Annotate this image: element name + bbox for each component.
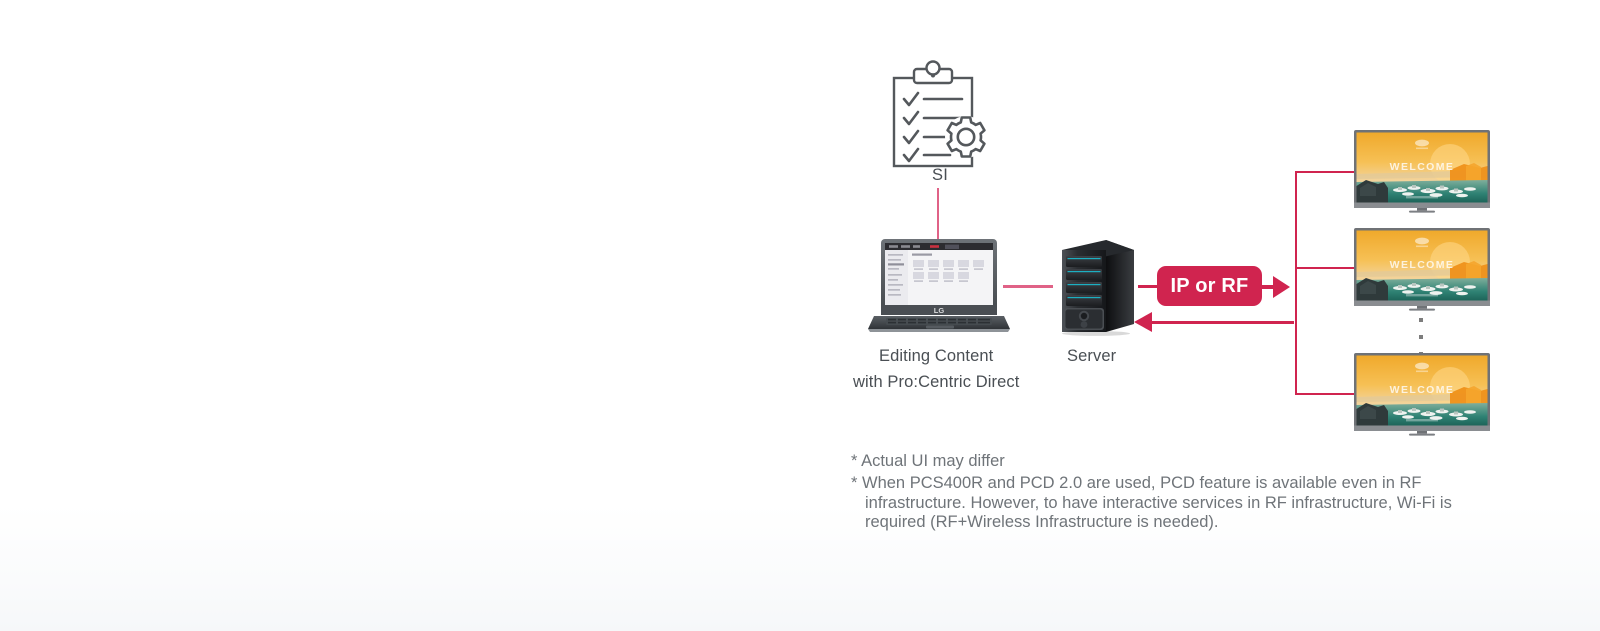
- laptop-label-line1: Editing Content: [879, 347, 994, 365]
- connector-badge-to-trunk: [1255, 285, 1277, 289]
- laptop-icon: LG: [868, 239, 1010, 332]
- ip-or-rf-badge: IP or RF: [1157, 266, 1262, 306]
- clipboard-checklist-gear-icon: [892, 60, 987, 168]
- connector-server-to-badge: [1138, 285, 1168, 288]
- footnote-2-cont1: infrastructure. However, to have interac…: [865, 493, 1452, 512]
- tv-more-indicator-icon: [1414, 318, 1428, 356]
- server-node: [1050, 238, 1140, 336]
- footnote-2-cont2: required (RF+Wireless Infrastructure is …: [865, 513, 1219, 532]
- tv-screen-welcome-text: WELCOME: [1390, 384, 1455, 396]
- tv-node-1: WELCOME: [1354, 130, 1490, 214]
- ip-or-rf-badge-label: IP or RF: [1170, 274, 1249, 297]
- arrow-left-icon: [1134, 312, 1152, 332]
- tv-screen-welcome-text: WELCOME: [1390, 259, 1455, 271]
- tv-node-2: WELCOME: [1354, 228, 1490, 312]
- laptop-label-line2: with Pro:Centric Direct: [853, 373, 1020, 391]
- server-label: Server: [1067, 347, 1117, 365]
- branch-line-tv-3: [1295, 393, 1355, 395]
- tv-screen-welcome-text: WELCOME: [1390, 161, 1455, 173]
- si-label: SI: [932, 166, 948, 184]
- tv-icon: WELCOME: [1354, 228, 1490, 311]
- branch-line-tv-2: [1295, 267, 1355, 269]
- server-tower-icon: [1062, 240, 1134, 336]
- distribution-trunk-line: [1295, 171, 1297, 395]
- connector-laptop-to-server: [1003, 285, 1053, 288]
- branch-line-tv-1: [1295, 171, 1355, 173]
- footnote-2: * When PCS400R and PCD 2.0 are used, PCD…: [851, 474, 1551, 533]
- tv-icon: WELCOME: [1354, 130, 1490, 213]
- footnote-2-lead: * When PCS400R and PCD 2.0 are used, PCD…: [851, 473, 1422, 492]
- connector-si-to-laptop: [937, 188, 939, 244]
- laptop-node: LG: [868, 236, 1010, 334]
- footnotes: * Actual UI may differ * When PCS400R an…: [851, 452, 1551, 533]
- si-node: [880, 58, 1000, 188]
- tv-icon: WELCOME: [1354, 353, 1490, 436]
- footnote-1: * Actual UI may differ: [851, 452, 1005, 470]
- tv-node-3: WELCOME: [1354, 353, 1490, 437]
- arrow-right-icon: [1273, 276, 1290, 298]
- connector-return-to-server: [1152, 321, 1294, 324]
- laptop-brand-logo: LG: [934, 306, 945, 315]
